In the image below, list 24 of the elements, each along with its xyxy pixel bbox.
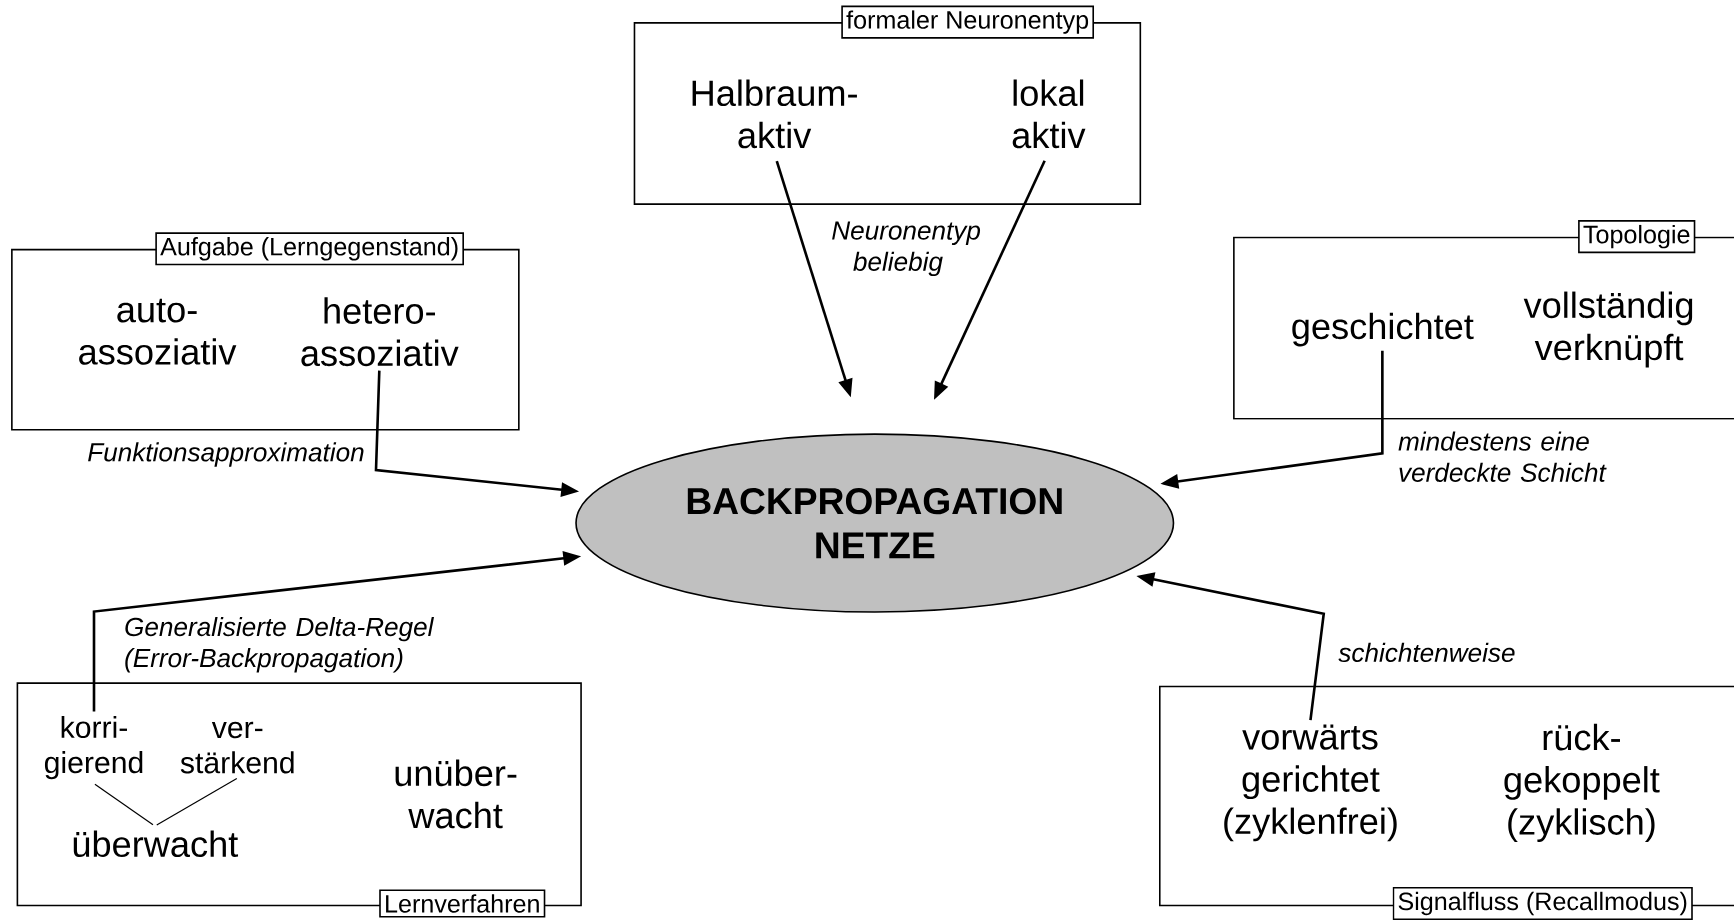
connector-line [94, 783, 154, 826]
box-label: formaler Neuronentyp [841, 5, 1094, 39]
term-label: überwacht [73, 830, 239, 858]
term-label: rück- gekoppelt (zyklisch) [1504, 723, 1660, 842]
box-label: Lernverfahren [379, 889, 546, 918]
connector-line [156, 777, 238, 826]
edge-label: schichtenweise [1338, 642, 1515, 663]
term-label: vorwärts gerichtet (zyklenfrei) [1224, 724, 1397, 842]
edge-label: Generalisierte Delta-Regel (Error-Backpropagation) [125, 616, 435, 673]
term-label: korri- gierend [44, 715, 143, 780]
box-label: Aufgabe (Lerngegenstand) [155, 232, 464, 266]
term-label: auto- assoziativ [79, 298, 237, 365]
term-label: ver- stärkend [180, 721, 294, 774]
term-label: Halbraum- aktiv [692, 79, 857, 149]
term-label: vollständig verknüpft [1523, 291, 1693, 368]
term-label: lokal aktiv [1012, 79, 1086, 149]
edge-label: mindestens eine verdeckte Schicht [1398, 431, 1607, 482]
edge-label: Neuronentyp beliebig [832, 221, 981, 277]
term-label: hetero- assoziativ [301, 297, 459, 367]
term-label: unüber- wacht [395, 759, 517, 829]
edge-label: Funktionsapproximation [88, 442, 364, 467]
box-label: Signalfluss (Recallmodus) [1392, 886, 1693, 920]
box-label: Topologie [1578, 220, 1696, 254]
term-label: geschichtet [1292, 312, 1474, 347]
